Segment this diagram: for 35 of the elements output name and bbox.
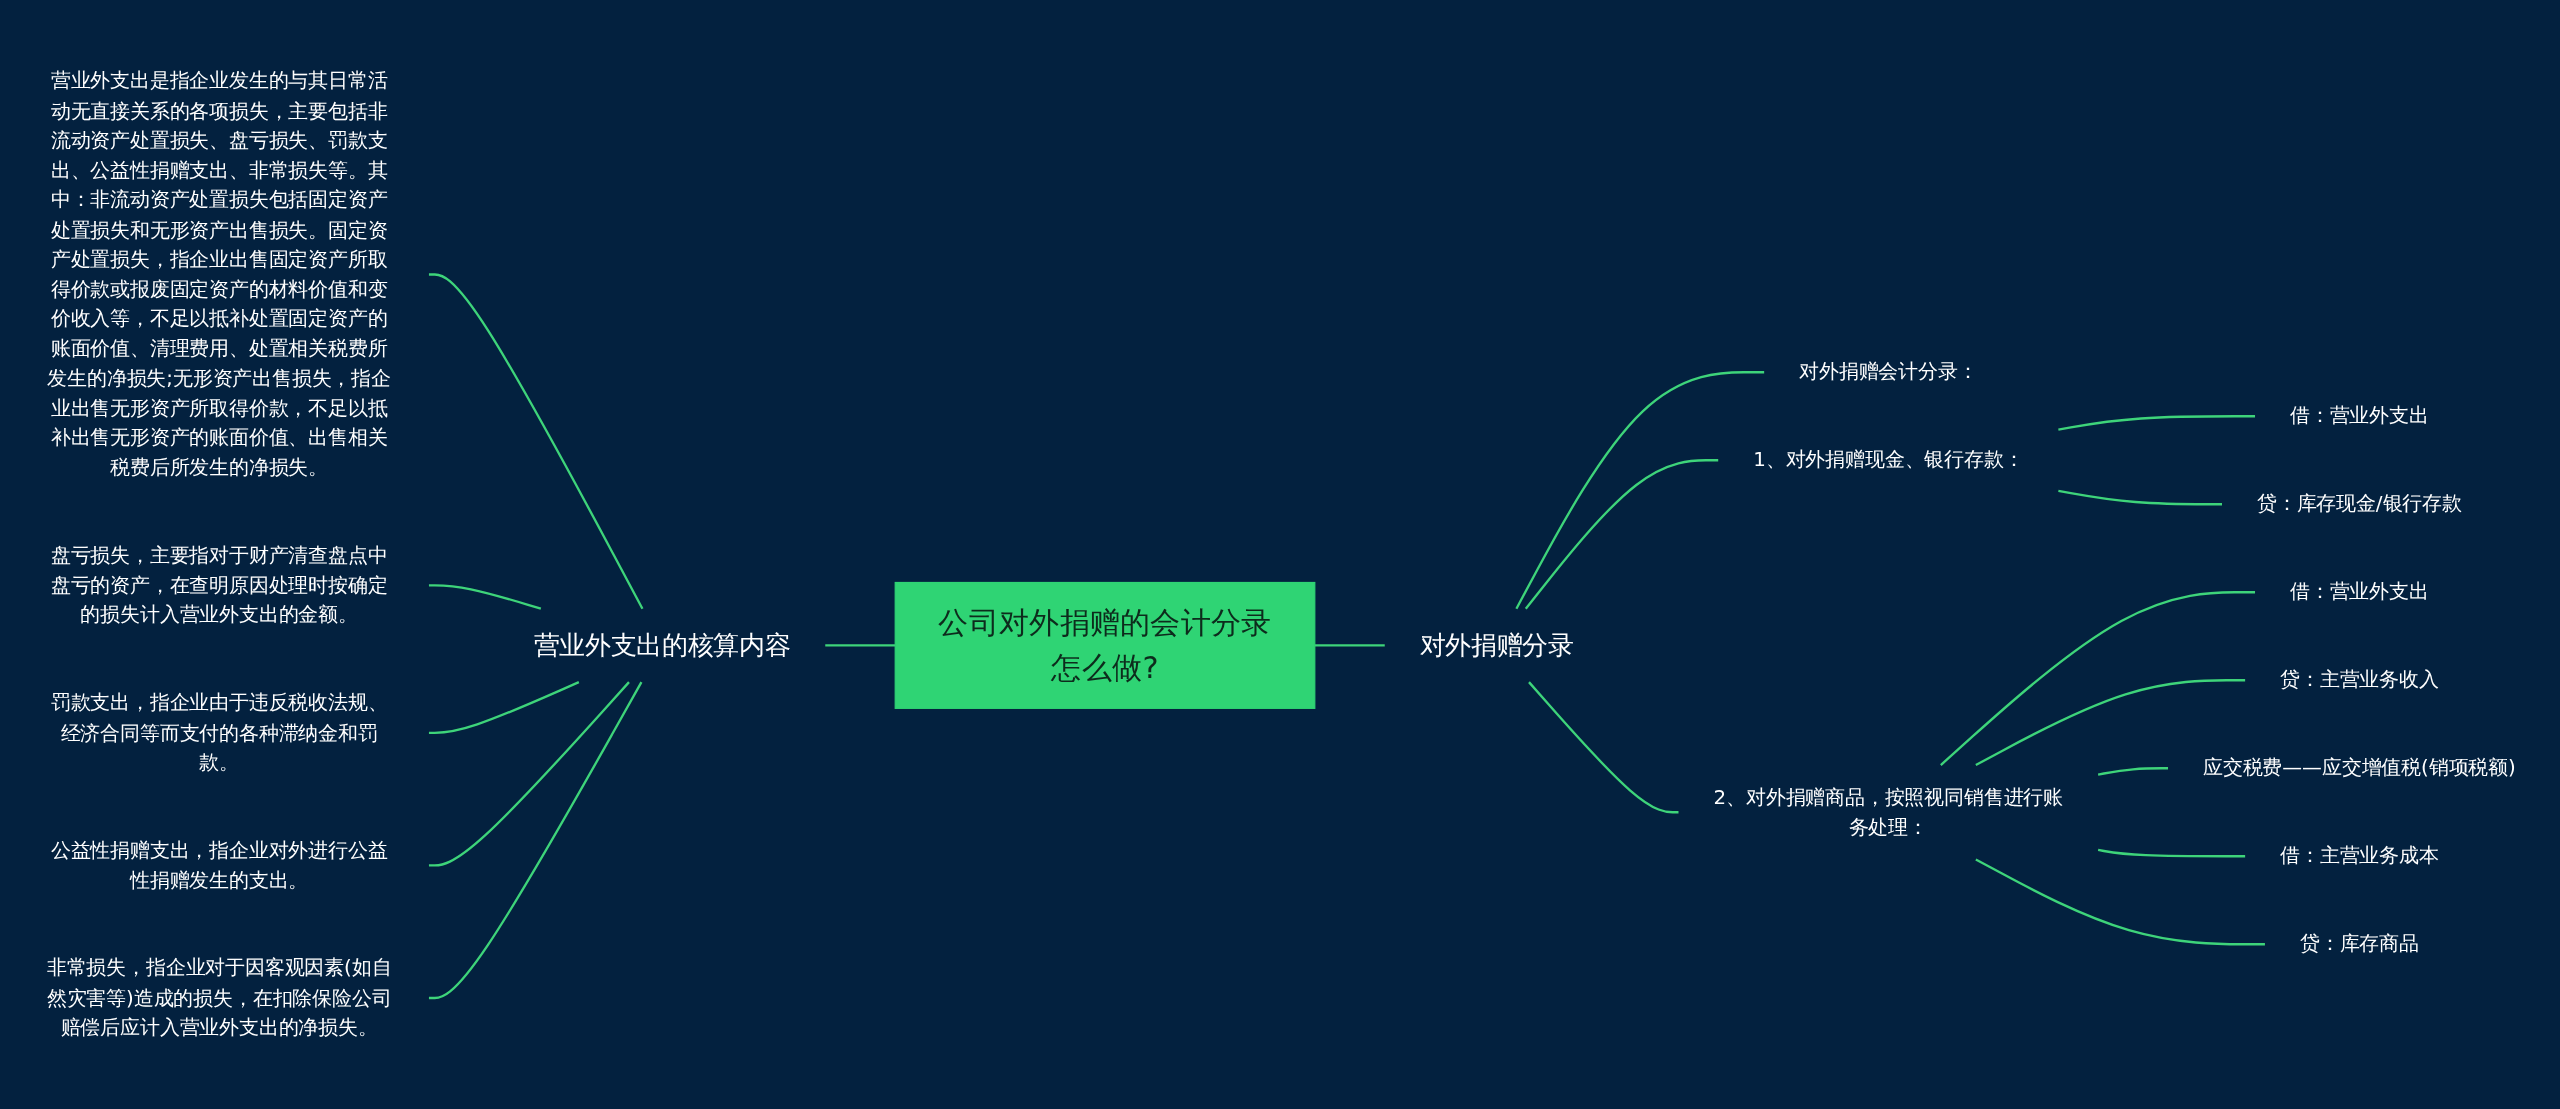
node-text: 2、对外捐赠商品，按照视同销售进行账务处理：	[1713, 784, 2064, 838]
connector	[428, 681, 630, 867]
connector	[428, 681, 643, 1000]
connector	[2097, 767, 2169, 776]
node-text: 借：主营业务成本	[2280, 843, 2439, 868]
node-text: 对外捐赠分录	[1419, 630, 1574, 660]
node-text: 盘亏损失，主要指对于财产清查盘点中盘亏的资产，在查明原因处理时按确定的损失计入营业外支出的金额。	[50, 543, 388, 626]
connector	[1940, 591, 2256, 766]
connector	[2097, 848, 2246, 858]
node-text: 贷：主营业务收入	[2280, 667, 2439, 692]
node-text: 1、对外捐赠现金、银行存款：	[1753, 447, 2024, 472]
node-text: 借：营业外支出	[2290, 403, 2429, 428]
connector	[428, 681, 580, 734]
node-text: 贷：库存商品	[2299, 931, 2419, 956]
node-text: 营业外支出是指企业发生的与其日常活动无直接关系的各项损失，主要包括非流动资产处置损失、盘亏损失、罚款支出、公益性捐赠支出、非常损失等。其中：非流动资产处置损失包括固定资产处置损失和无形资产出售损失。固定资产处置损失，指企业出售固定资产所取得价款或报废固定资产的材料价值和变价收入等，不足以抵补处置固定资产的账面价值、清理费用、处置相关税费所发生的净损失;无形资产出售损失，指企业出售无形资产所取得价款，不足以抵补出售无形资产的账面价值、出售相关税费后所发生的净损失。	[47, 68, 391, 479]
connector	[1524, 459, 1719, 610]
node-text: 借：营业外支出	[2290, 579, 2429, 604]
node-text: 应交税费——应交增值税(销项税额)	[2203, 755, 2516, 780]
node-text: 公益性捐赠支出，指企业对外进行公益性捐赠发生的支出。	[50, 838, 388, 892]
connector	[825, 644, 896, 647]
connector	[1975, 858, 2265, 946]
node-text: 营业外支出的核算内容	[533, 630, 791, 660]
node-text: 贷：库存现金/银行存款	[2256, 491, 2462, 516]
node-box: 公司对外捐赠的会计分录怎么做?	[894, 581, 1316, 709]
connector	[1314, 644, 1385, 647]
connector	[428, 273, 644, 610]
node-text: 非常损失，指企业对于因客观因素(如自然灾害等)造成的损失，在扣除保险公司赔偿后应计入营业外支出的净损失。	[46, 955, 392, 1039]
connector	[428, 584, 542, 610]
node-text: 罚款支出，指企业由于违反税收法规、经济合同等而支付的各种滞纳金和罚款。	[50, 690, 388, 774]
connector	[2058, 489, 2222, 506]
connector	[1528, 681, 1679, 814]
connector	[1975, 679, 2246, 767]
connector	[1515, 371, 1765, 610]
connector	[2058, 415, 2256, 431]
node-text: 对外捐赠会计分录：	[1799, 359, 1978, 384]
